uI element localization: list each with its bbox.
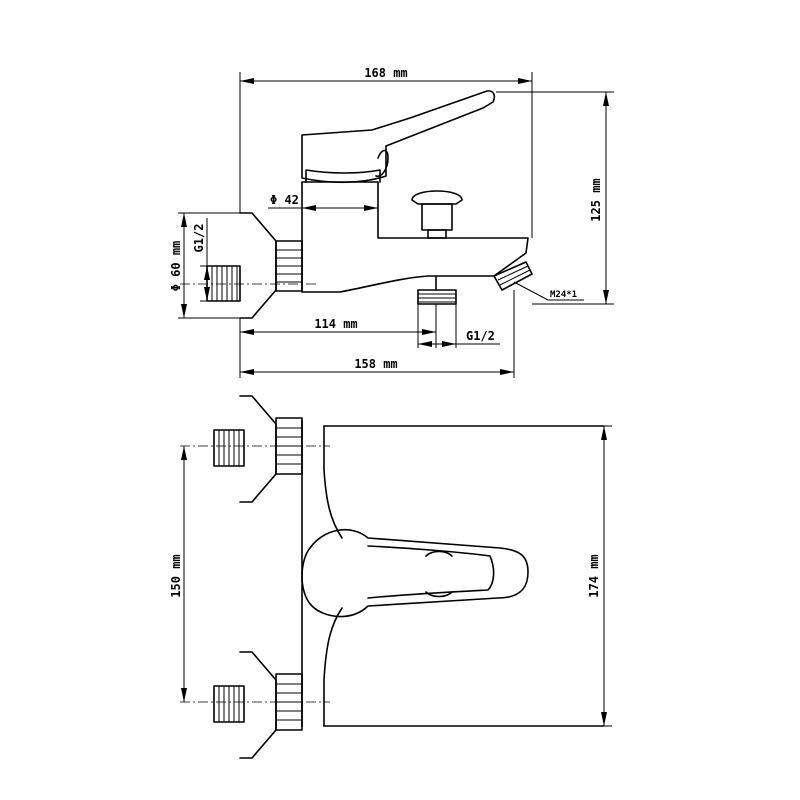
dim-height-right-label: 125 mm (589, 178, 603, 221)
handle-inner-contour (367, 545, 495, 599)
dim-spout-thread: M24*1 (513, 281, 584, 301)
inlet-thread (206, 265, 241, 302)
handle-detail-top (425, 550, 453, 557)
side-elevation-view (180, 90, 533, 319)
dim-inlet-diameter: Φ 42 (268, 193, 378, 211)
eccentric-nut (275, 240, 303, 292)
diverter-knob (411, 190, 463, 239)
dim-inlet-spacing-label: 150 mm (169, 554, 183, 597)
dim-overall-height-label: 174 mm (587, 554, 601, 597)
cartridge-collar (305, 169, 381, 183)
dim-thread-outlet: G1/2 (417, 304, 500, 348)
dim-inlet-spacing: 150 mm (169, 446, 187, 702)
dim-width-top-label: 168 mm (364, 66, 407, 80)
dim-overall-depth: 158 mm (239, 290, 515, 378)
dim-thread-left-label: G1/2 (192, 224, 206, 253)
dim-thread-outlet-label: G1/2 (466, 329, 495, 343)
body-upper-curve (323, 425, 343, 539)
dim-overall-depth-label: 158 mm (354, 357, 397, 371)
dim-flange-diameter-label: Φ 60 mm (169, 241, 183, 292)
dim-flange-diameter: Φ 60 mm (169, 212, 240, 319)
upper-inlet-thread (213, 429, 245, 467)
dim-inlet-diameter-label: Φ 42 (270, 193, 299, 207)
front-elevation-view (180, 395, 605, 759)
handle-detail-bottom (425, 591, 453, 598)
outlet-thread (417, 275, 457, 305)
lever-handle (301, 90, 496, 184)
dim-thread-left: G1/2 (192, 218, 210, 302)
wall-flange (239, 212, 277, 319)
dim-width-top: 168 mm (239, 66, 533, 238)
upper-flange (239, 395, 277, 503)
dim-center-to-outlet-label: 114 mm (314, 317, 357, 331)
spout-nozzle (493, 261, 533, 291)
lower-flange (239, 651, 277, 759)
dim-spout-thread-label: M24*1 (550, 290, 577, 300)
dim-overall-height: 174 mm (587, 425, 612, 727)
body-lower-curve (323, 607, 343, 727)
dim-center-to-outlet: 114 mm (240, 304, 437, 348)
handle-hub (375, 149, 389, 178)
lower-inlet-thread (213, 685, 245, 723)
dim-height-right: 125 mm (496, 91, 614, 305)
handle-front (301, 529, 529, 618)
